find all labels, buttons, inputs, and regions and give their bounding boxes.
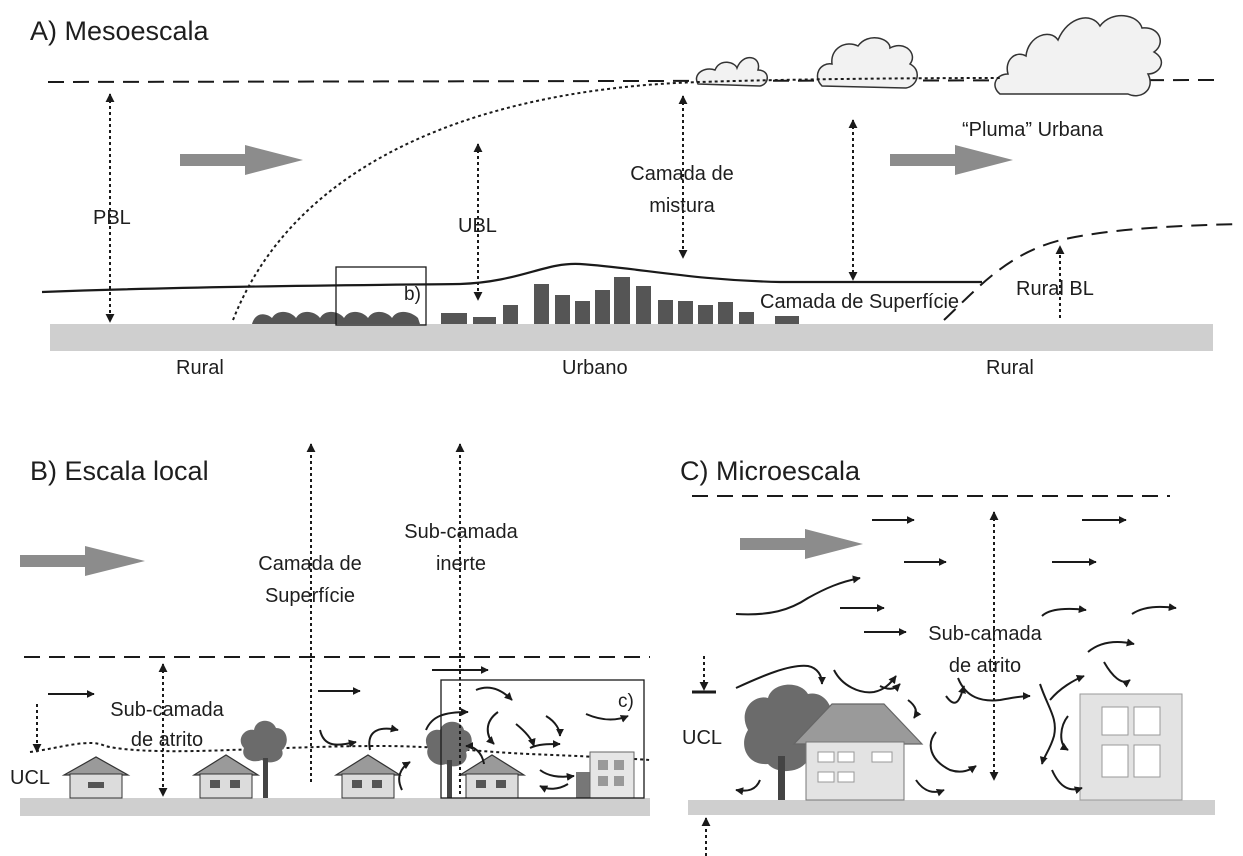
house-4 [457, 754, 527, 799]
wind-arrow-a-right [890, 145, 1013, 175]
panel-c-microscale [688, 495, 1215, 856]
panel-a-mesoscale [41, 15, 1241, 351]
wind-arrow-b [20, 546, 145, 576]
house-c [792, 703, 924, 801]
local-wind-arrows [48, 666, 629, 793]
house-1 [61, 756, 131, 799]
mixing-layer-label-line1: Camada de [630, 163, 734, 185]
house-2 [191, 754, 261, 799]
cloud-small [695, 57, 768, 87]
ubl-label: UBL [458, 215, 497, 237]
city-buildings [441, 277, 799, 324]
tree-b2 [425, 721, 472, 798]
roughness-sublayer-b-line2: de atrito [130, 729, 204, 751]
ucl-b-label: UCL [10, 767, 51, 789]
urban-label: Urbano [562, 357, 628, 379]
surface-layer-curve [41, 262, 982, 294]
panel-c-title: C) Microescala [680, 456, 861, 486]
panel-a-title: A) Mesoescala [30, 16, 209, 46]
ucl-c-label: UCL [682, 727, 723, 749]
pbl-label: PBL [93, 207, 131, 229]
wind-arrow-a-left [180, 145, 303, 175]
surface-layer-label: Camada de Superfície [760, 291, 960, 313]
surface-layer-b-line1: Camada de [258, 553, 362, 575]
inertial-sublayer-line1: Sub-camada [404, 521, 518, 543]
wind-arrow-c [740, 529, 863, 559]
roughness-dotted-line [29, 742, 651, 761]
rural-right-label: Rural [986, 357, 1034, 379]
panel-b-title: B) Escala local [30, 456, 209, 486]
ground-b [20, 798, 650, 816]
pbl-top-dashed-line [47, 79, 1216, 83]
roughness-sublayer-c-line1: Sub-camada [928, 623, 1042, 645]
box-b [335, 266, 427, 326]
roughness-sublayer-c-line2: de atrito [948, 655, 1022, 677]
house-3 [333, 754, 403, 799]
box-b-label: b) [404, 284, 421, 305]
rural-bl-dashed-curve [943, 223, 1241, 321]
mixing-layer-label-line2: mistura [649, 195, 715, 217]
panel-b-local-scale [20, 443, 651, 816]
office-building-c [1079, 693, 1183, 801]
surface-layer-b-line2: Superfície [264, 585, 356, 607]
rural-left-label: Rural [176, 357, 224, 379]
micro-wind-arrows [735, 516, 1177, 797]
office-building-b [576, 751, 635, 799]
box-c [440, 679, 645, 799]
tree-b1 [240, 720, 287, 798]
ground-a [50, 324, 1213, 351]
cloud-large [994, 15, 1163, 97]
cloud-medium [816, 37, 918, 89]
urban-plume-label: “Pluma” Urbana [962, 119, 1104, 141]
roughness-sublayer-b-line1: Sub-camada [110, 699, 224, 721]
rural-bl-label: Rural BL [1016, 278, 1094, 300]
box-c-label: c) [618, 691, 634, 712]
inertial-sublayer-line2: inerte [435, 553, 487, 575]
ground-c [688, 800, 1215, 815]
